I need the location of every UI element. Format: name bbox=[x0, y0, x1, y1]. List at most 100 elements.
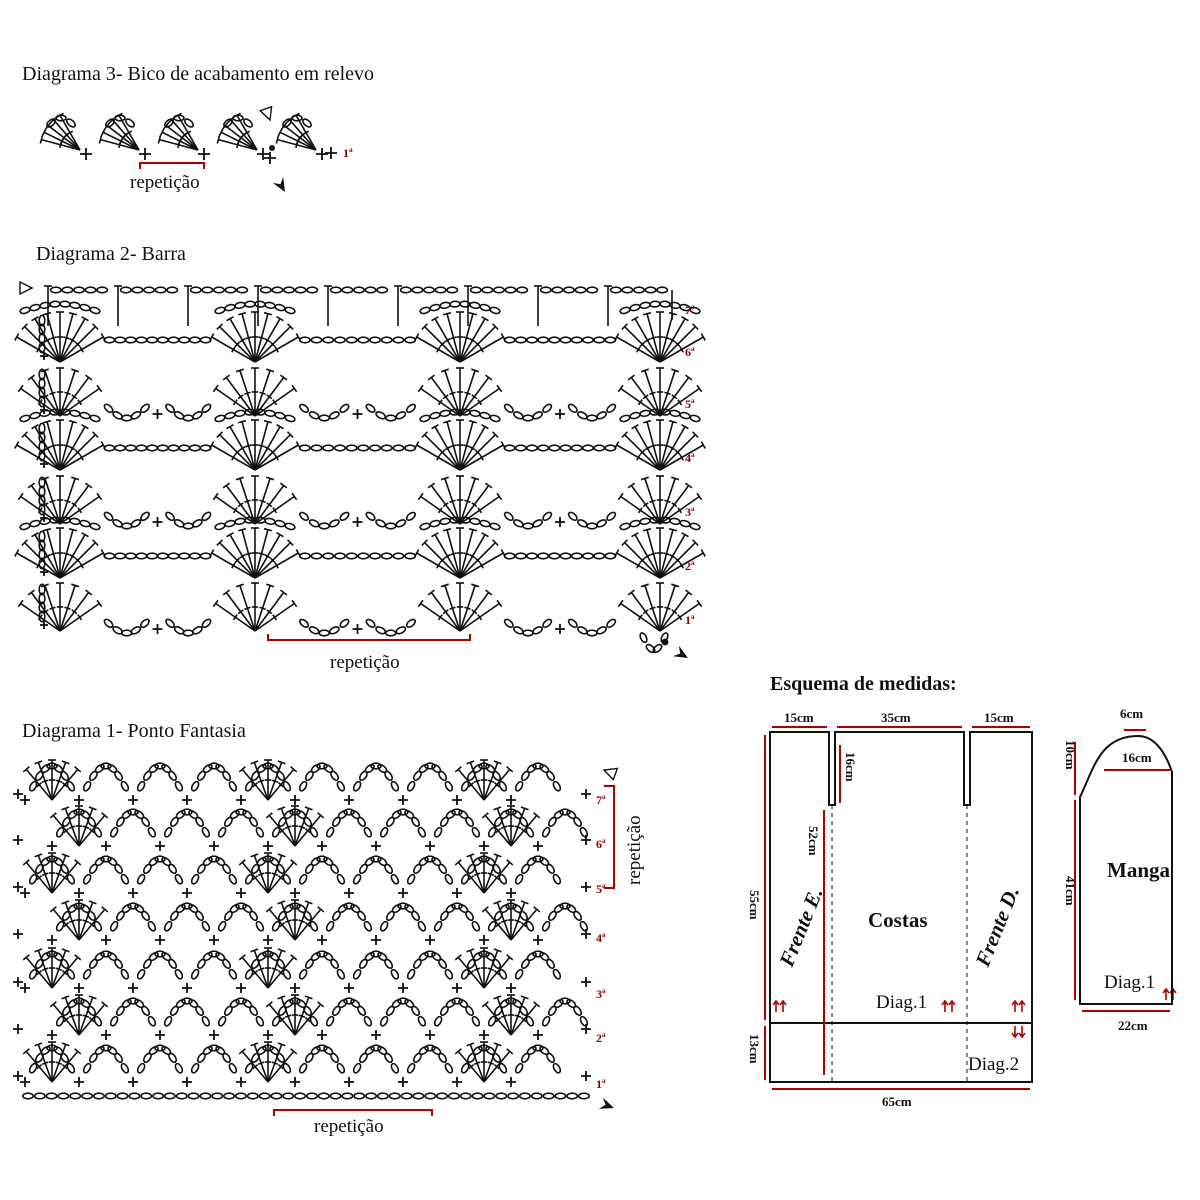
stitch-cap bbox=[265, 1001, 273, 1008]
chain-stitch bbox=[365, 511, 376, 521]
chain-stitch bbox=[201, 403, 212, 414]
chain-stitch bbox=[503, 618, 514, 629]
stitch-bar bbox=[663, 336, 670, 340]
chain-stitch bbox=[178, 336, 191, 344]
chain-stitch bbox=[337, 998, 348, 1009]
single-crochet bbox=[20, 983, 30, 993]
stitch-bar bbox=[474, 557, 481, 564]
stitch-bar bbox=[279, 922, 286, 928]
chain-stitch bbox=[377, 951, 388, 962]
chain-stitch bbox=[114, 958, 124, 970]
chain-stitch bbox=[481, 286, 494, 294]
repeat-bracket bbox=[267, 634, 471, 641]
chain-stitch bbox=[604, 444, 617, 452]
chain-stitch bbox=[167, 552, 180, 560]
chain-stitch bbox=[429, 519, 441, 528]
chain-stitch bbox=[419, 306, 431, 315]
single-crochet bbox=[371, 841, 381, 851]
chain-stitch bbox=[532, 950, 544, 958]
single-crochet bbox=[371, 1030, 381, 1040]
chain-stitch bbox=[489, 414, 501, 423]
chain-stitch bbox=[270, 1092, 283, 1100]
stitch-bar bbox=[61, 970, 68, 976]
chain-stitch bbox=[128, 1092, 141, 1100]
single-crochet bbox=[152, 624, 163, 634]
chain-stitch bbox=[586, 629, 598, 637]
stitch-bar bbox=[436, 562, 441, 569]
chain-stitch bbox=[411, 910, 421, 922]
chain-stitch bbox=[148, 951, 159, 962]
stitch-bar bbox=[44, 554, 51, 559]
chain-stitch bbox=[514, 552, 527, 560]
chain-stitch bbox=[181, 808, 193, 816]
diagram-1-row-labels: 1ª 2ª 3ª 4ª 5ª 6ª 7ª bbox=[596, 793, 606, 1091]
single-crochet bbox=[101, 1030, 111, 1040]
diagram-1-title: Diagrama 1- Ponto Fantasia bbox=[22, 720, 246, 742]
stitch-bar bbox=[258, 444, 265, 448]
chain-stitch bbox=[140, 1092, 153, 1100]
stitch-cap bbox=[212, 384, 219, 393]
chain-stitch bbox=[629, 519, 641, 528]
single-crochet bbox=[344, 1077, 354, 1087]
chain-stitch bbox=[395, 626, 407, 635]
chain-stitch bbox=[114, 552, 127, 560]
chain-stitch bbox=[140, 403, 150, 414]
diagram-1-row-7: 7ª bbox=[596, 793, 606, 807]
stitch-cap bbox=[493, 806, 502, 811]
chain-stitch bbox=[208, 950, 220, 958]
chain-stitch bbox=[284, 414, 296, 423]
chain-stitch bbox=[298, 968, 308, 980]
stitch-cap bbox=[291, 492, 298, 501]
stitch-cap bbox=[91, 323, 99, 331]
stitch-cap bbox=[263, 311, 273, 316]
shell-fan bbox=[17, 582, 103, 632]
diagram-2: Diagrama 2- Barra repetição 1ª 2ª 3ª 4ª … bbox=[14, 243, 706, 673]
stitch-bar bbox=[473, 1061, 481, 1066]
chain-stitch bbox=[559, 808, 571, 816]
stitch-cap bbox=[496, 492, 503, 501]
chain-stitch bbox=[29, 411, 41, 420]
stitch-bar bbox=[439, 449, 446, 456]
chain-stitch bbox=[406, 873, 416, 885]
stitch-bar bbox=[36, 875, 43, 881]
chain-stitch bbox=[551, 286, 564, 294]
stitch-cap bbox=[471, 583, 480, 588]
chain-stitch bbox=[82, 873, 92, 885]
chain-stitch bbox=[175, 998, 186, 1009]
chain-stitch bbox=[190, 780, 200, 792]
diagram-1-row-2: 2ª bbox=[596, 1031, 606, 1045]
stitch-cap bbox=[216, 323, 224, 331]
chain-stitch bbox=[188, 444, 201, 452]
chain-stitch bbox=[330, 863, 340, 875]
chain-stitch bbox=[404, 903, 415, 914]
chain-stitch bbox=[445, 809, 456, 820]
chain-stitch bbox=[325, 920, 335, 932]
chain-stitch bbox=[299, 403, 310, 413]
shell-fan bbox=[17, 367, 103, 417]
stitch-cap bbox=[631, 532, 639, 538]
chain-stitch bbox=[161, 763, 172, 774]
stitch-bar bbox=[464, 391, 471, 395]
chain-stitch bbox=[469, 286, 482, 294]
chain-stitch bbox=[325, 1015, 335, 1027]
chain-stitch bbox=[120, 873, 130, 885]
chain-stitch bbox=[66, 118, 76, 128]
stitch-bar bbox=[650, 336, 657, 340]
stitch-bar bbox=[444, 446, 451, 451]
stitch-bar bbox=[677, 399, 683, 406]
chain-stitch bbox=[593, 444, 606, 452]
chain-stitch bbox=[130, 411, 142, 420]
stitch-bar bbox=[266, 394, 273, 400]
stitch-cap bbox=[34, 1042, 43, 1047]
stitch-bar bbox=[473, 779, 481, 784]
chain-stitch bbox=[439, 517, 451, 526]
stitch-bar bbox=[69, 338, 76, 343]
diagram-1-row-4: 4ª bbox=[596, 931, 606, 945]
shell-fan bbox=[14, 408, 106, 471]
stitch-cap bbox=[238, 859, 246, 866]
chain-stitch bbox=[503, 336, 516, 344]
chain-stitch bbox=[566, 903, 577, 914]
chain-stitch bbox=[124, 444, 137, 452]
chain-stitch bbox=[566, 1092, 579, 1100]
stitch-cap bbox=[265, 812, 273, 819]
